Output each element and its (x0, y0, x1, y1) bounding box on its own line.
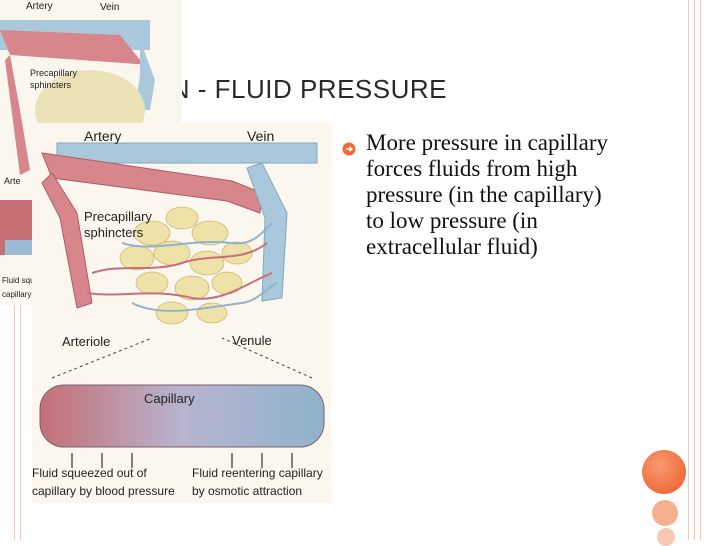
slide-title: ON - FLUID PRESSURE (150, 74, 447, 104)
sphincters-label: sphincters (84, 225, 144, 240)
back-vein-label: Vein (100, 2, 119, 13)
decorative-circle-small-2 (657, 528, 675, 546)
fluid-squeezed-label-2: capillary by blood pressure (32, 484, 175, 498)
fluid-squeezed-label-1: Fluid squeezed out of (32, 466, 147, 480)
bullet-list: More pressure in capillary forces fluids… (342, 130, 622, 260)
fluid-reentering-label-1: Fluid reentering capillary (192, 466, 323, 480)
back-arte-label: Arte (4, 176, 21, 186)
decorative-circle-small-1 (652, 500, 678, 526)
back-capillary-label: capillary (2, 290, 31, 299)
fluid-reentering-label-2: by osmotic attraction (192, 484, 302, 498)
back-precapillary-label: Precapillary (30, 68, 78, 78)
bullet-circle-icon (342, 136, 356, 156)
back-fluid-label: Fluid sque (2, 276, 39, 285)
arteriole-label: Arteriole (62, 334, 110, 349)
venule-label: Venule (232, 333, 272, 348)
back-sphincters-label: sphincters (30, 80, 72, 90)
capillary-label: Capillary (144, 391, 195, 406)
vein-label: Vein (247, 128, 274, 144)
back-artery-label: Artery (26, 1, 53, 12)
decorative-circle-large (642, 450, 686, 494)
capillary-diagram: Artery Vein Precapillary sphincters Arte… (32, 123, 332, 503)
precapillary-label: Precapillary (84, 209, 152, 224)
bullet-text: More pressure in capillary forces fluids… (366, 130, 609, 259)
artery-label: Artery (84, 128, 121, 144)
right-decorative-border (680, 0, 720, 540)
